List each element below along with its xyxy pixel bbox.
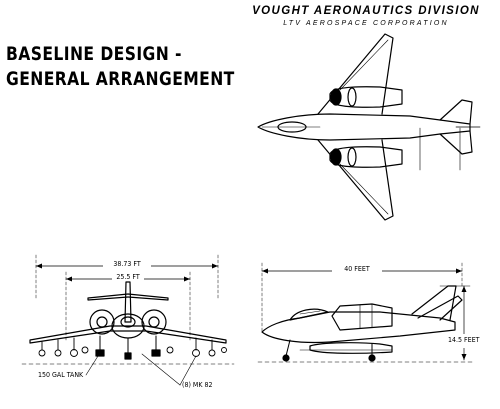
side-view [257,262,475,363]
drawing-title-line-1: BASELINE DESIGN - [6,43,182,65]
side-tailplane [417,295,463,321]
side-height-dimension-label: 14.5 FEET [448,336,480,344]
side-length-dimension-label: 40 FEET [344,265,370,273]
plan-wing-lower [317,139,394,221]
front-fin [124,281,132,323]
plan-stabilizer-upper [439,99,473,125]
plan-fuselage [257,113,471,141]
drawing-title-line-2: GENERAL ARRANGEMENT [6,68,235,90]
corporation-subheading: LTV AEROSPACE CORPORATION [283,20,449,27]
plan-view [257,33,481,221]
front-track-dimension-label: 25.5 FT [116,273,140,281]
plan-stabilizer-lower [439,130,473,155]
front-nacelle-right [141,309,167,335]
front-stabilizer [87,293,169,301]
front-underwing-stores [38,337,227,357]
plan-wing-upper [317,33,394,115]
store-callout-label: (8) MK 82 [182,381,213,389]
front-view [21,254,235,386]
side-store-rack [309,342,393,354]
side-fin [411,285,457,321]
division-heading: VOUGHT AERONAUTICS DIVISION [252,5,480,17]
side-canopy [289,308,329,321]
tank-callout-label: 150 GAL TANK [38,371,84,379]
side-fuselage [261,311,456,344]
front-span-dimension-label: 38.73 FT [113,260,141,268]
front-nacelle-left [89,309,115,335]
plan-canopy [277,121,307,133]
side-nacelle [331,303,393,331]
front-wing [29,325,227,344]
